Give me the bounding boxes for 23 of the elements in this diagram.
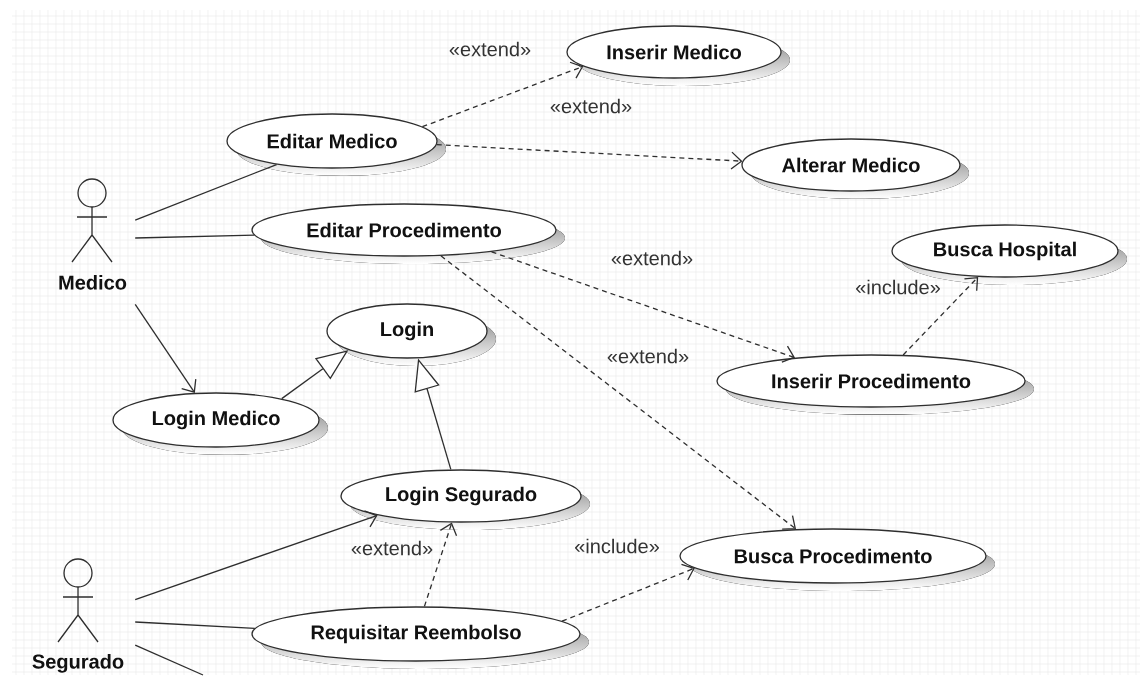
dashed-arrow xyxy=(440,255,797,530)
edge-label: «extend» xyxy=(611,250,693,266)
edge-label: «extend» xyxy=(351,540,433,556)
association-line xyxy=(134,644,204,676)
dashed-arrow xyxy=(423,522,458,608)
dashed-arrow xyxy=(561,563,695,622)
arrow xyxy=(134,303,197,393)
edge-label: «include» xyxy=(575,538,659,554)
actor: Medico xyxy=(59,178,127,290)
edge-label: «extend» xyxy=(550,98,632,114)
dashed-arrow xyxy=(490,251,796,363)
association-line xyxy=(134,621,256,629)
node-label: Medico xyxy=(59,274,127,290)
dashed-arrow xyxy=(902,276,979,356)
association-line xyxy=(134,234,255,239)
actor: Segurado xyxy=(32,558,124,673)
edge-label: «extend» xyxy=(607,348,689,364)
dashed-arrow xyxy=(436,144,743,170)
association-line xyxy=(134,163,278,221)
node-label: Segurado xyxy=(32,653,124,673)
arrow xyxy=(134,510,378,601)
edge-label: «extend» xyxy=(449,41,531,57)
dashed-arrow xyxy=(421,61,584,128)
